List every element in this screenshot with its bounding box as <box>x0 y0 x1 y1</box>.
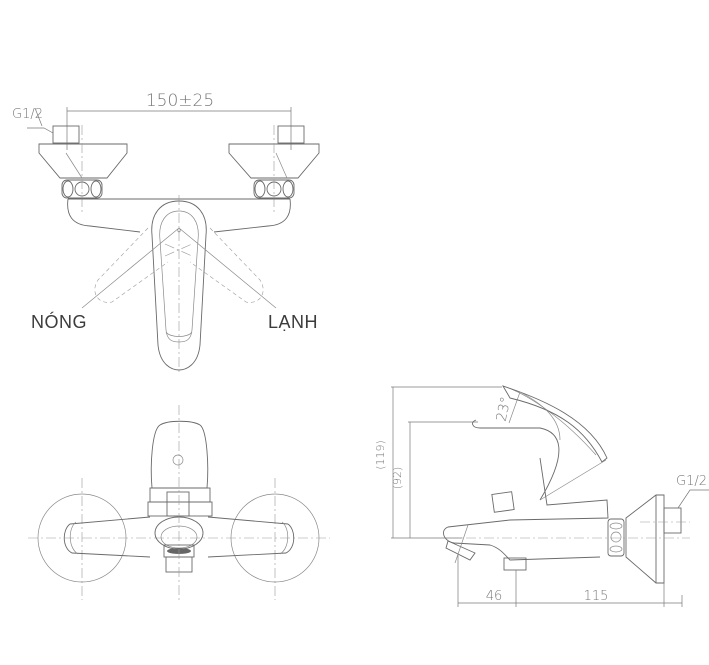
side-view: (119) (92) 23° G1/2 <box>374 385 709 607</box>
cold-label: LẠNH <box>268 312 319 332</box>
handle-angle: 23° <box>494 395 515 423</box>
height-spout: (92) <box>391 467 404 490</box>
dimension-width: 150±25 <box>146 91 214 111</box>
svg-text:ψ: ψ <box>177 228 181 234</box>
thread-label-front: G1/2 <box>12 107 43 122</box>
hot-label: NÓNG <box>31 312 87 332</box>
bottom-view <box>28 405 330 600</box>
thread-label-side: G1/2 <box>676 474 707 489</box>
depth-spout: 46 <box>486 589 503 604</box>
depth-body: 115 <box>584 589 609 604</box>
height-overall: (119) <box>374 440 387 470</box>
front-view: 150±25 G1/2 <box>12 91 320 375</box>
